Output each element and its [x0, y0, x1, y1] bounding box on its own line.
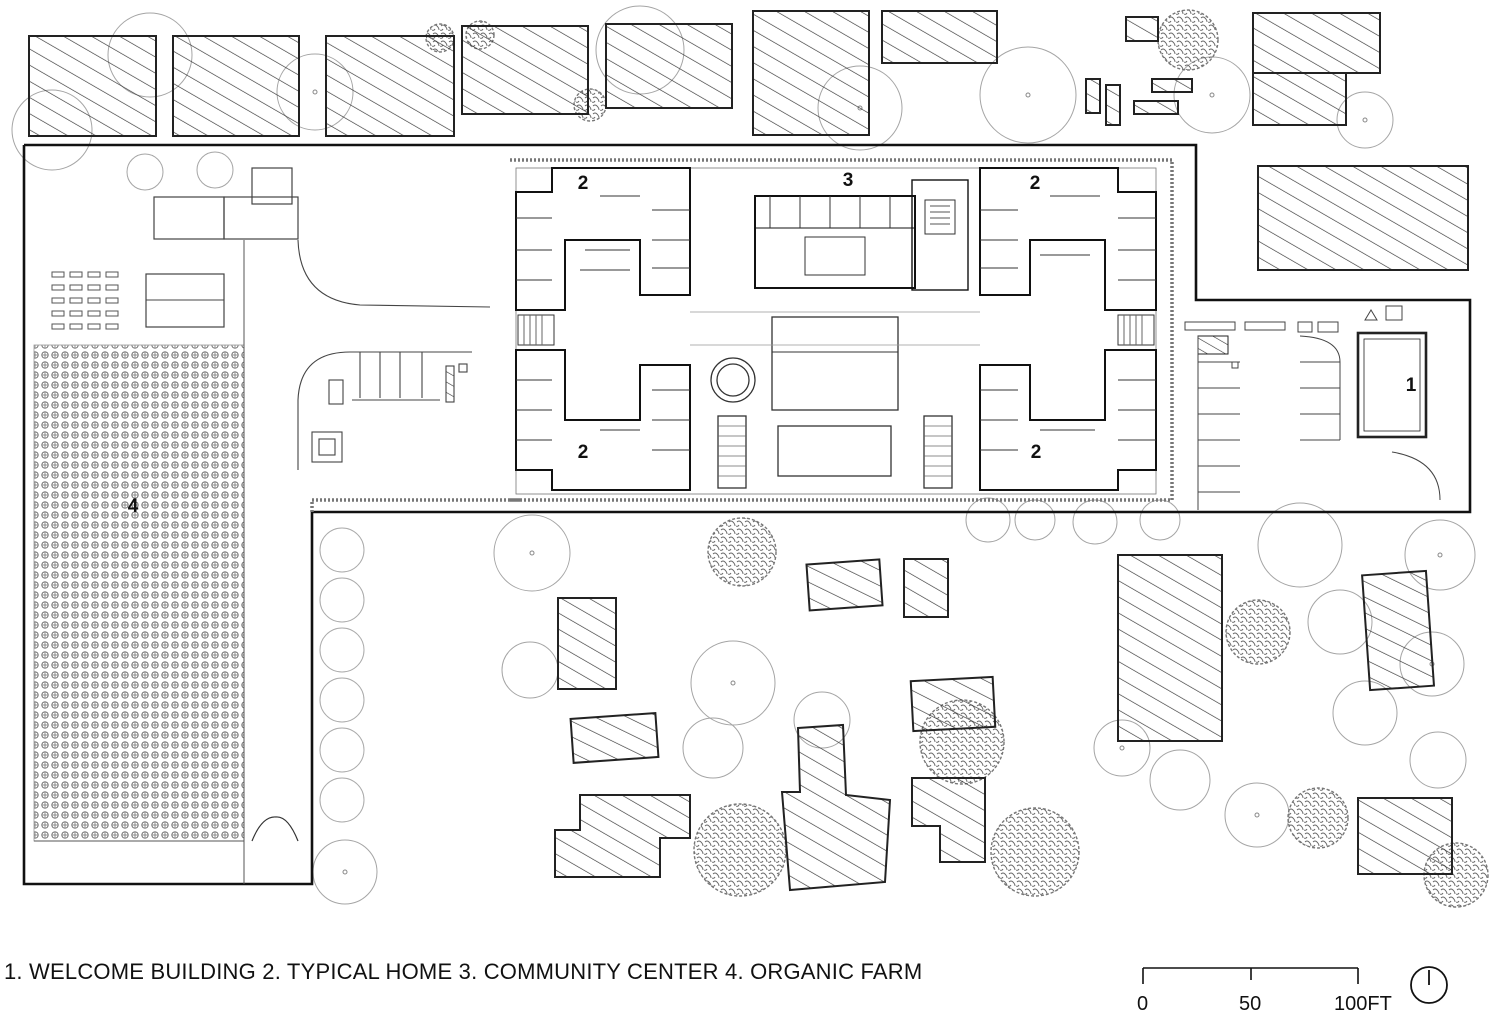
- plan-legend: 1. WELCOME BUILDING 2. TYPICAL HOME 3. C…: [4, 959, 923, 984]
- zone-label-home-ne: 2: [1029, 173, 1041, 194]
- site-boundary: [22, 143, 1472, 886]
- scale-tick-100: 100FT: [1334, 993, 1392, 1015]
- interior-detail: [516, 195, 1156, 451]
- zone-label-welcome: 1: [1405, 375, 1417, 396]
- scale-tick-50: 50: [1239, 993, 1262, 1015]
- zone-label-home-se: 2: [1030, 442, 1042, 463]
- central-complex: [515, 167, 1157, 495]
- welcome-building: [1184, 305, 1441, 510]
- courtyard: [690, 311, 980, 489]
- west-drive: [297, 239, 491, 470]
- scale-bar: [1142, 967, 1359, 984]
- farm-edge-trees: [319, 527, 365, 823]
- zone-label-community: 3: [842, 170, 854, 191]
- zone-label-farm: 4: [127, 496, 139, 517]
- zone-label-home-sw: 2: [577, 442, 589, 463]
- organic-farm: [33, 167, 299, 884]
- hedge: [310, 158, 1174, 512]
- zone-label-home-nw: 2: [577, 173, 589, 194]
- north-arrow-icon: [1410, 966, 1448, 1004]
- scale-tick-0: 0: [1137, 993, 1149, 1015]
- neighbor-buildings: [28, 10, 1469, 892]
